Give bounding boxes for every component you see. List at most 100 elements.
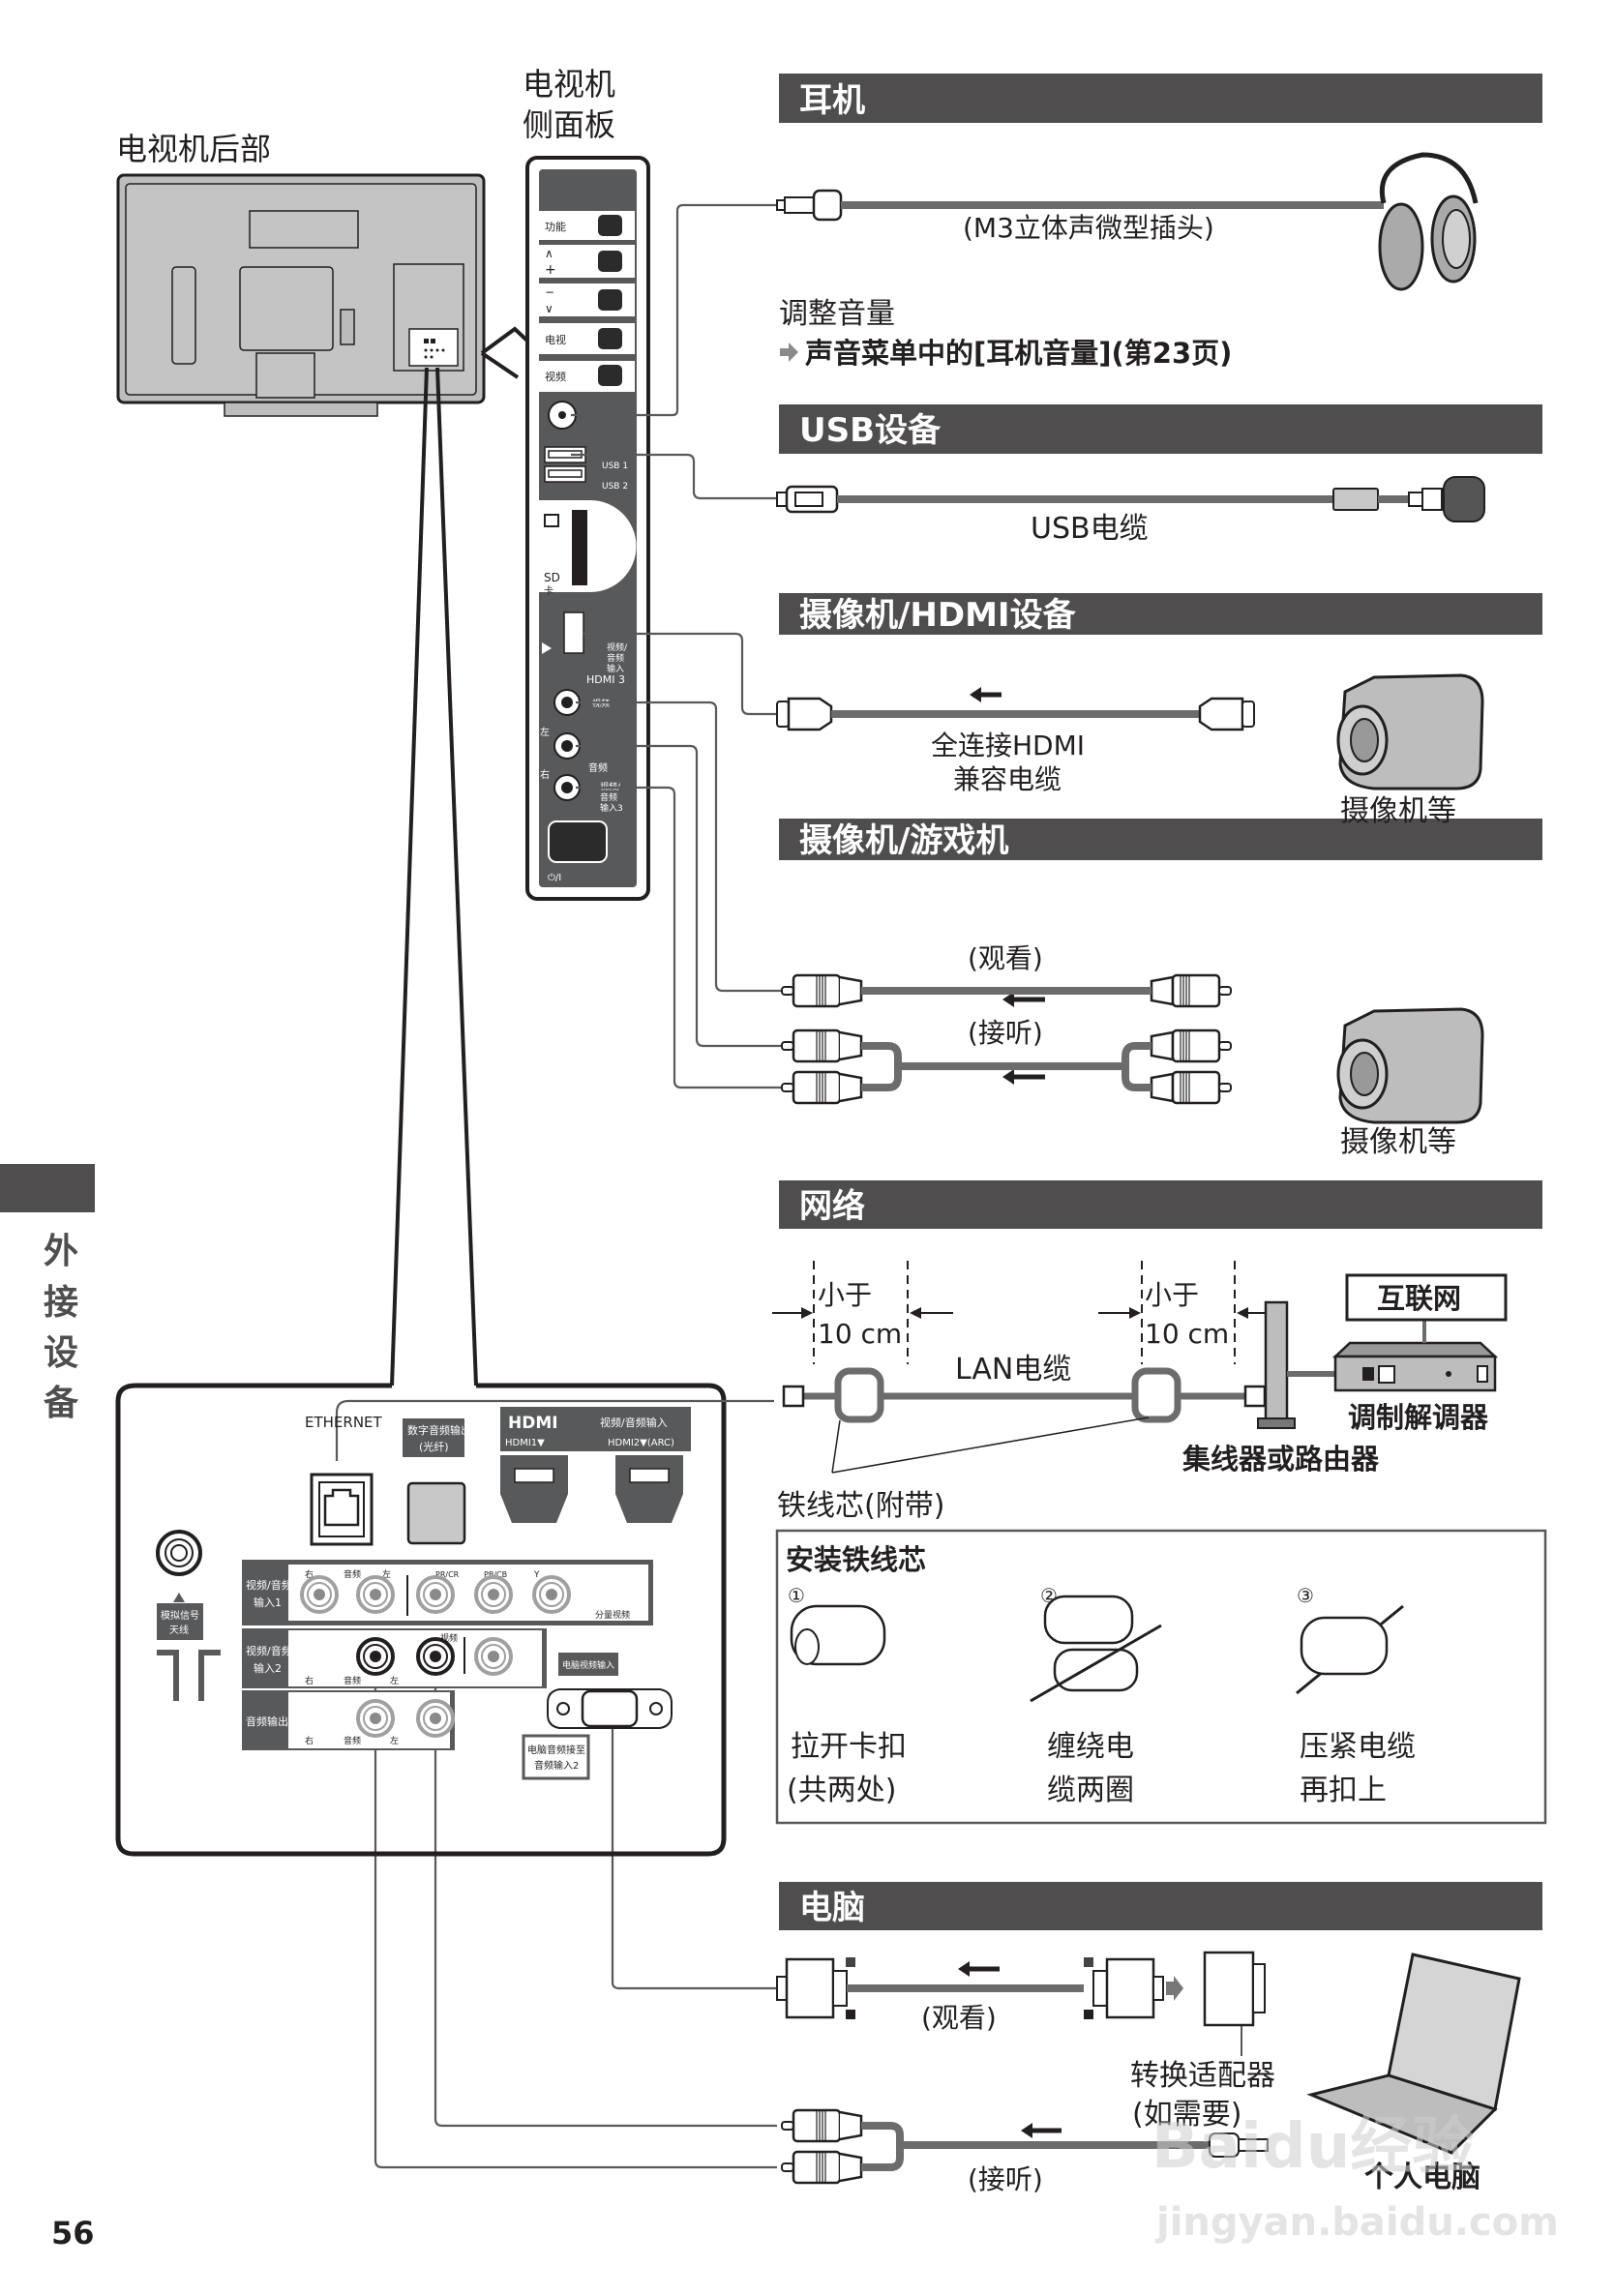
zoom-callout-rear-right (435, 367, 478, 1387)
hdmi-rear-label: HDMI 视频/音频输入 HDMI1▼ HDMI2▼(ARC) (500, 1407, 691, 1451)
side-button-volume-down[interactable]: − ∨ (539, 283, 635, 316)
direction-arrow-icon (958, 1961, 1062, 2138)
svg-text:HDMI1▼: HDMI1▼ (505, 1438, 545, 1448)
hdmi-device-label: 摄像机等 (1340, 794, 1456, 828)
zoom-callout-side-lower (480, 351, 520, 379)
vga-plug-right (1084, 1957, 1183, 2019)
side-tab-bar (0, 1164, 95, 1212)
less-than-label-1: 小于 (818, 1279, 872, 1311)
usb-plug-left (776, 485, 839, 514)
svg-text:音频: 音频 (344, 1568, 361, 1580)
usb-ports[interactable]: USB 1 USB 2 (544, 446, 628, 492)
svg-text:PB/CB: PB/CB (484, 1570, 507, 1579)
wire-usb (571, 453, 782, 500)
svg-text:电脑: 电脑 (799, 1889, 865, 1927)
vga-adapter (1203, 1951, 1266, 2027)
sd-card-slot[interactable]: SD 卡 (539, 500, 637, 597)
av2-jacks[interactable] (356, 1637, 513, 1676)
rca-plug-icon (1150, 1029, 1232, 1063)
hdmi3-port[interactable]: 视频/ 音频 输入 HDMI 3 (542, 611, 628, 686)
svg-text:输入: 输入 (607, 663, 624, 674)
svg-text:天线: 天线 (169, 1624, 189, 1636)
svg-text:网络: 网络 (799, 1187, 865, 1226)
tv-rear-illustration (116, 173, 486, 417)
svg-text:⏻/I: ⏻/I (548, 873, 561, 883)
rca-jack[interactable] (474, 1575, 513, 1614)
antenna-label: 模拟信号 天线 (157, 1593, 203, 1640)
svg-text:模拟信号: 模拟信号 (161, 1609, 199, 1622)
usb-extension (1332, 488, 1379, 511)
usb-device-icon (1408, 476, 1485, 522)
rca-jack[interactable] (532, 1575, 571, 1614)
svg-text:PR/CR: PR/CR (435, 1570, 460, 1579)
section-header-headphones: 耳机 (779, 74, 1542, 123)
av-watch-label: (观看) (968, 942, 1043, 974)
svg-text:①: ① (788, 1584, 805, 1607)
rca-jack[interactable] (416, 1637, 455, 1676)
rca-jack[interactable] (474, 1637, 513, 1676)
svg-text:右: 右 (305, 1675, 314, 1686)
av1-jacks[interactable] (300, 1575, 571, 1616)
rca-jack[interactable] (356, 1575, 395, 1614)
svg-text:耳机: 耳机 (799, 81, 865, 120)
svg-text:视频/: 视频/ (607, 641, 628, 653)
svg-text:音频输入2: 音频输入2 (534, 1759, 579, 1772)
ethernet-port[interactable] (310, 1473, 374, 1546)
internet-label: 互联网 (1377, 1282, 1461, 1315)
direction-arrow-icon (1002, 992, 1045, 1085)
hdmi2-rear-port[interactable] (615, 1455, 683, 1523)
vga-plug-left (776, 1957, 855, 2019)
side-button-volume-up[interactable]: ∧ + (539, 245, 635, 278)
power-button[interactable]: ⏻/I (548, 820, 608, 883)
vga-port[interactable] (547, 1688, 673, 1729)
svg-text:③: ③ (1297, 1584, 1314, 1607)
arrow-right-icon (780, 343, 798, 362)
svg-text:电脑音频接至: 电脑音频接至 (527, 1744, 585, 1756)
rca-jack[interactable] (300, 1575, 339, 1614)
rca-jack[interactable] (356, 1699, 395, 1738)
av3-video-jack[interactable]: 视频 (553, 689, 610, 716)
av3-audio-right-jack[interactable]: 右 (540, 768, 581, 801)
svg-text:∧: ∧ (545, 247, 553, 260)
svg-text:左: 左 (390, 1675, 399, 1686)
svg-text:视频/音频: 视频/音频 (246, 1578, 292, 1592)
side-button-function[interactable]: 功能 (539, 211, 635, 240)
av3-label-b: 音频 (600, 791, 617, 803)
svg-text:HDMI 3: HDMI 3 (586, 673, 625, 686)
svg-text:+: + (545, 262, 556, 278)
svg-text:缆两圈: 缆两圈 (1047, 1774, 1134, 1807)
av3-audio-left-jack[interactable]: 左 (540, 726, 581, 760)
svg-text:备: 备 (44, 1384, 79, 1423)
svg-text:HDMI2▼(ARC): HDMI2▼(ARC) (608, 1438, 674, 1448)
side-button-av[interactable]: 视频 (539, 361, 635, 392)
hdmi-cable-label-2: 兼容电缆 (953, 763, 1062, 795)
svg-text:−: − (545, 285, 554, 299)
hdmi1-rear-port[interactable] (500, 1455, 568, 1523)
svg-text:分量视频: 分量视频 (595, 1609, 630, 1621)
svg-text:缠绕电: 缠绕电 (1047, 1730, 1134, 1764)
svg-text:设: 设 (44, 1333, 78, 1373)
rca-jack[interactable] (416, 1575, 455, 1614)
headphones-icon (1378, 152, 1479, 291)
audio-out-jacks[interactable] (356, 1699, 455, 1738)
rca-plug-icon (1150, 973, 1232, 1008)
optical-port[interactable] (406, 1481, 466, 1545)
svg-text:∨: ∨ (545, 302, 553, 315)
tv-side-title-line1: 电视机 (523, 66, 615, 103)
svg-text:USB 1: USB 1 (602, 462, 628, 471)
svg-text:电脑视频输入: 电脑视频输入 (562, 1659, 614, 1671)
antenna-port[interactable] (156, 1530, 202, 1576)
svg-text:音频: 音频 (344, 1675, 361, 1686)
rca-jack[interactable] (356, 1637, 395, 1676)
wire-pc-audio-left (434, 1657, 777, 2128)
svg-text:接: 接 (44, 1283, 78, 1323)
rca-jack[interactable] (416, 1699, 455, 1738)
camcorder-icon (1336, 1007, 1484, 1124)
side-button-tv[interactable]: 电视 (539, 323, 635, 354)
menu-reference-link[interactable]: 声音菜单中的[耳机音量](第23页) (805, 337, 1232, 370)
svg-text:电视: 电视 (545, 333, 566, 346)
svg-text:SD: SD (544, 571, 560, 584)
wire-hdmi (583, 632, 782, 716)
ethernet-label: ETHERNET (305, 1414, 383, 1431)
section-header-pc: 电脑 (779, 1882, 1542, 1930)
